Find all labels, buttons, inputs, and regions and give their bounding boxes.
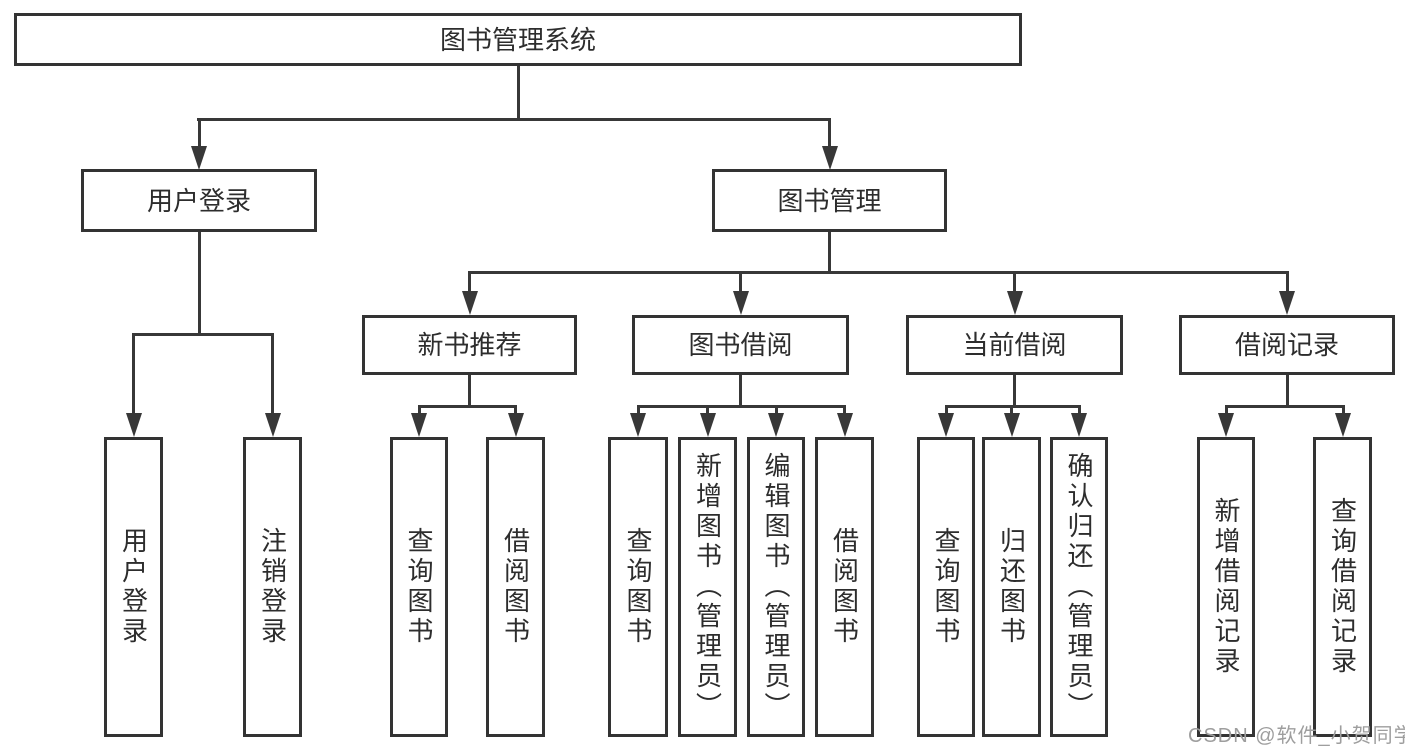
arrowhead-leaf-borrow-books-1 [508,413,524,437]
connector-to-leaf-add-record [1225,405,1228,417]
arrowhead-leaf-borrow-books-2 [837,413,853,437]
connector-book-management-stub [828,232,831,273]
arrowhead-user-login [191,146,207,170]
connector-to-leaf-return-books [1010,405,1013,417]
leaf-add-book-admin: 新增图书（管理员） [678,437,737,737]
connector-to-leaf-confirm-return [1078,405,1081,417]
connector-group-book-borrow-horizontal [637,405,846,408]
connector-to-leaf-query-books-1 [418,405,421,417]
leaf-edit-book-admin: 编辑图书（管理员） [747,437,805,737]
leaf-borrow-books-2: 借阅图书 [815,437,874,737]
connector-book-borrow-stub [739,375,742,407]
node-user-login: 用户登录 [81,169,317,232]
arrowhead-leaf-query-books-1 [411,413,427,437]
connector-to-leaf-logout [271,333,274,415]
connector-group-new-book-horizontal [418,405,517,408]
connector-to-leaf-add-book [706,405,709,417]
node-new-book-recommendation: 新书推荐 [362,315,577,375]
leaf-user-login: 用户登录 [104,437,163,737]
leaf-query-books-3: 查询图书 [917,437,975,737]
leaf-query-borrow-record: 查询借阅记录 [1313,437,1372,737]
connector-to-book-management [828,118,831,148]
connector-level2-horizontal [468,271,1288,274]
connector-borrow-records-stub [1286,375,1289,407]
arrowhead-leaf-query-record [1335,413,1351,437]
node-current-borrowing: 当前借阅 [906,315,1123,375]
arrowhead-leaf-query-books-3 [938,413,954,437]
connector-to-book-borrow [739,271,742,293]
node-book-borrowing: 图书借阅 [632,315,849,375]
node-book-management: 图书管理 [712,169,947,232]
arrowhead-leaf-query-books-2 [630,413,646,437]
leaf-return-books: 归还图书 [982,437,1041,737]
connector-to-borrow-records [1286,271,1289,293]
arrowhead-current-borrow [1007,291,1023,315]
arrowhead-leaf-logout [265,413,281,437]
arrowhead-leaf-return-books [1004,413,1020,437]
leaf-query-books-2: 查询图书 [608,437,668,737]
arrowhead-book-borrow [733,291,749,315]
connector-new-book-stub [468,375,471,407]
connector-to-new-book [468,271,471,293]
connector-to-user-login [198,118,201,148]
connector-user-login-horizontal [132,333,274,336]
connector-user-login-stub [198,232,201,335]
connector-to-leaf-user-login [132,333,135,415]
leaf-add-borrow-record: 新增借阅记录 [1197,437,1255,737]
leaf-query-books-1: 查询图书 [390,437,448,737]
arrowhead-leaf-add-record [1218,413,1234,437]
connector-to-leaf-query-record [1342,405,1345,417]
arrowhead-borrow-records [1279,291,1295,315]
arrowhead-leaf-user-login [126,413,142,437]
watermark-text: CSDN @软件_小贺同学 [1188,725,1405,747]
node-library-management-system: 图书管理系统 [14,13,1022,66]
node-borrowing-records: 借阅记录 [1179,315,1395,375]
arrowhead-book-management [822,146,838,170]
connector-to-leaf-borrow-books-1 [514,405,517,417]
arrowhead-leaf-confirm-return [1071,413,1087,437]
connector-level1-horizontal [197,118,831,121]
connector-group-borrow-records-horizontal [1225,405,1344,408]
connector-to-leaf-borrow-books-2 [843,405,846,417]
connector-to-current-borrow [1013,271,1016,293]
connector-current-borrow-stub [1013,375,1016,407]
leaf-borrow-books-1: 借阅图书 [486,437,545,737]
arrowhead-new-book [462,291,478,315]
connector-root-stub [517,66,520,120]
leaf-logout: 注销登录 [243,437,302,737]
connector-to-leaf-query-books-2 [637,405,640,417]
leaf-confirm-return-admin: 确认归还（管理员） [1050,437,1108,737]
connector-to-leaf-edit-book [775,405,778,417]
connector-to-leaf-query-books-3 [945,405,948,417]
arrowhead-leaf-edit-book [768,413,784,437]
arrowhead-leaf-add-book [700,413,716,437]
